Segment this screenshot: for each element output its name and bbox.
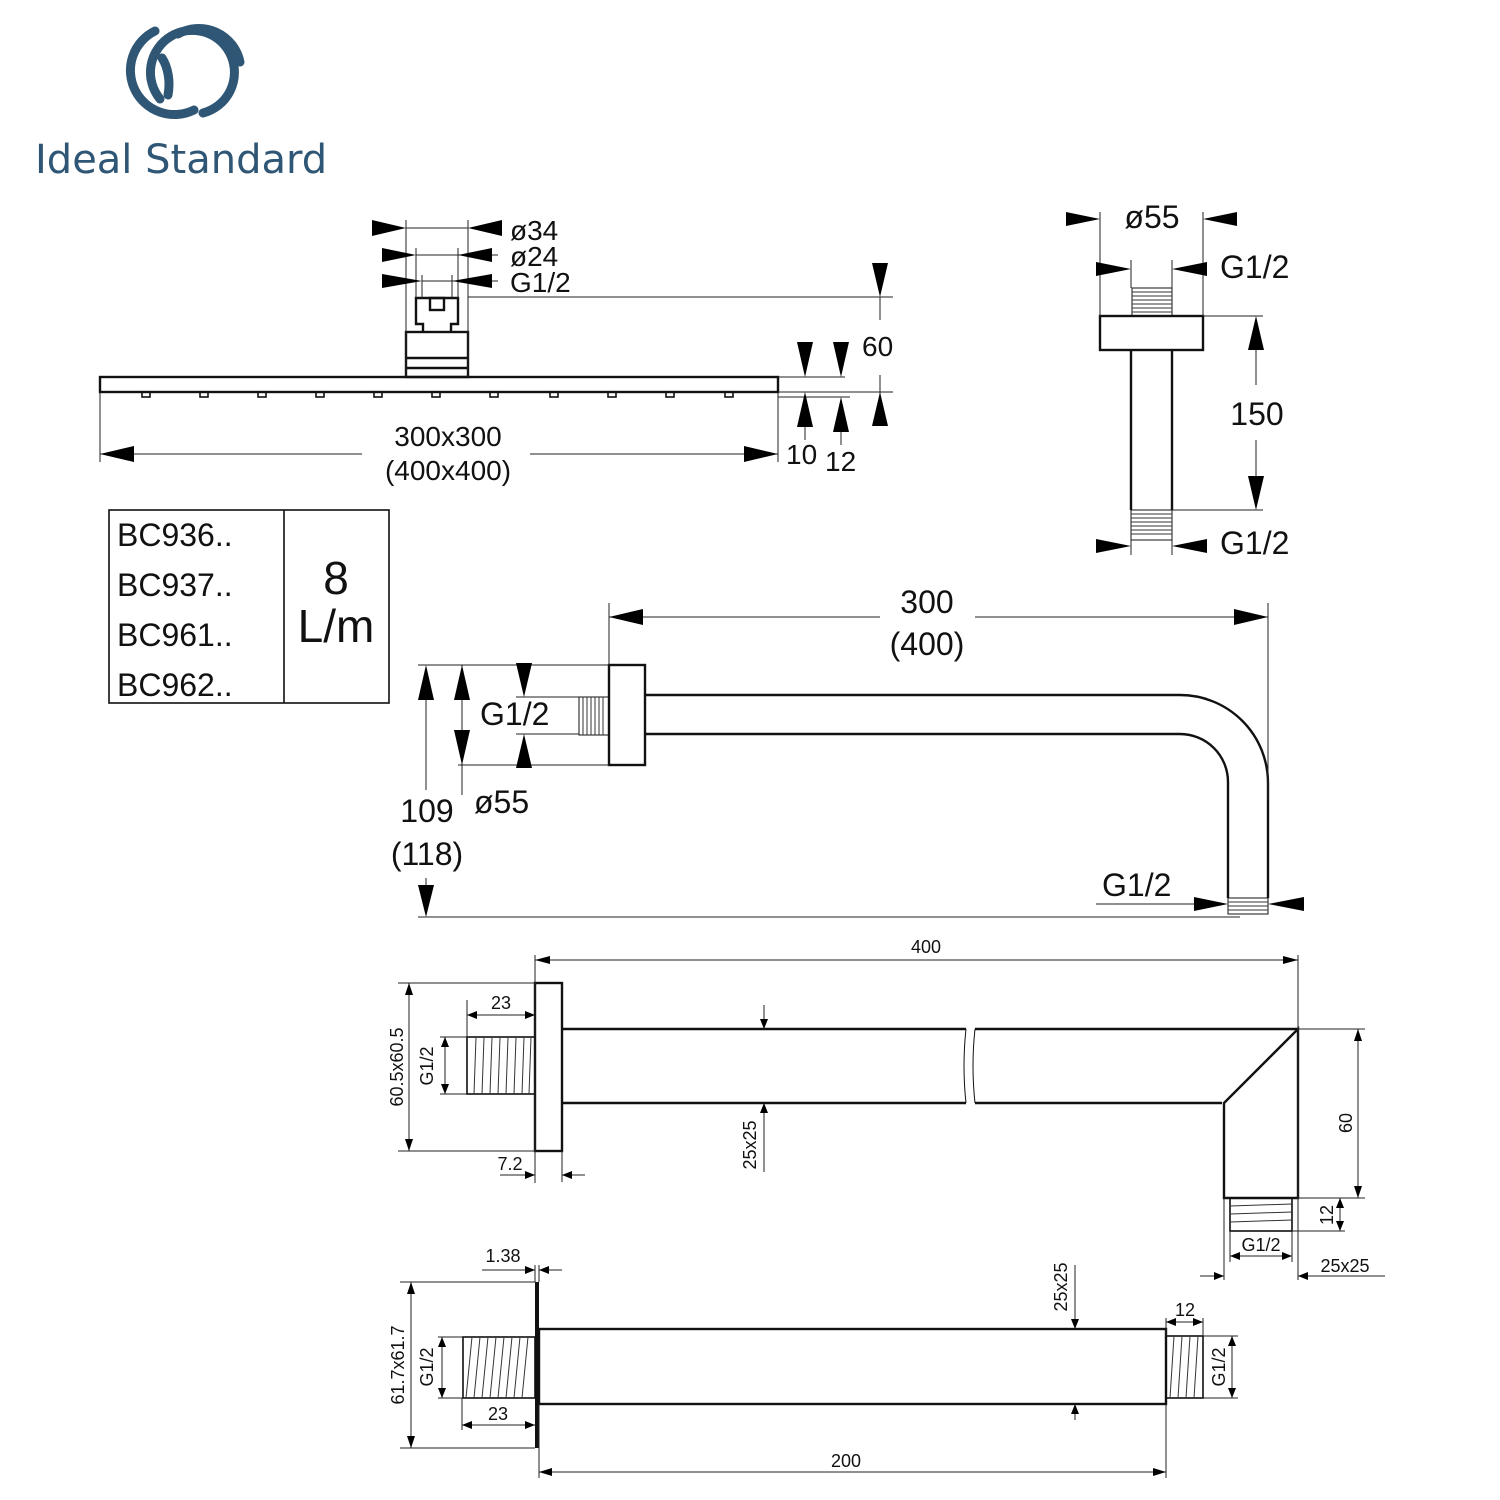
straight-inlet-thread [462,1336,536,1399]
dim-outlet-section: 25x25 [1320,1256,1369,1276]
inlet-thread [578,696,610,736]
shower-width-dim [99,392,779,462]
brand-name: Ideal Standard [35,137,327,183]
dim-bottom-thread: G1/2 [1220,525,1289,561]
shower-nozzles [141,391,734,398]
ceiling-arm-view: ø55 G1/2 150 G1/2 [1066,199,1289,561]
dim-drop-alt: (118) [391,836,463,872]
shower-diameter-dims [372,220,502,377]
flow-rate-unit: L/m [298,600,375,652]
dim-top-thread: G1/2 [1220,249,1289,285]
model-code: BC937.. [117,567,233,603]
dim-flange-depth: 7.2 [497,1154,522,1174]
straight-plate [535,1282,539,1448]
brand-logo: Ideal Standard [35,23,327,183]
wall-flange [607,663,647,767]
dim-drop: 60 [1336,1113,1356,1133]
square-flange [533,981,564,1153]
dim-flange-diameter: ø55 [474,784,529,820]
dim-plate-thickness: 10 [786,439,817,470]
dim-arm-length-alt: (400) [890,626,965,662]
straight-tube [537,1327,1168,1406]
flow-rate-value: 8 [323,552,349,604]
model-code: BC962.. [117,667,233,703]
dim-outer-diameter: ø34 [510,215,558,246]
dim-thread: G1/2 [417,1347,437,1386]
dim-inner-diameter: ø24 [510,241,558,272]
dim-thread: G1/2 [510,267,571,298]
dim-drop: 109 [400,793,453,829]
square-ceiling-arm-view: 1.38 61.7x61.7 G1/2 23 25x25 12 G1/2 [388,1246,1238,1478]
shower-connector [404,296,470,379]
ceiling-bottom-thread [1130,509,1173,541]
dim-outlet-thread: G1/2 [1241,1235,1280,1255]
dim-flange-size: 61.7x61.7 [388,1325,408,1404]
shower-head-view: ø34 ø24 G1/2 60 10 12 [98,215,893,486]
dim-thread-length: 23 [491,993,511,1013]
dim-arm-length: 300 [900,584,953,620]
dim-inlet-thread: G1/2 [480,696,549,732]
model-code: BC936.. [117,517,233,553]
dim-flange-diameter: ø55 [1124,199,1179,235]
square-inlet-thread [466,1036,536,1095]
dim-size-alt: (400x400) [385,455,511,486]
shower-plate [98,375,780,394]
dim-length: 150 [1230,396,1283,432]
dim-nozzle-depth: 12 [825,446,856,477]
dim-outlet-thread: G1/2 [1209,1347,1229,1386]
dim-tube-section: 25x25 [740,1120,760,1169]
dim-outlet-thread-length: 12 [1175,1300,1195,1320]
square-elbow [1222,1026,1300,1200]
break-line [963,1028,976,1104]
dim-size-primary: 300x300 [394,421,501,452]
spec-table: BC936.. BC937.. BC961.. BC962.. 8 L/m [108,509,390,704]
ceiling-flange [1098,314,1205,352]
arm-outer-edge [645,693,1270,898]
square-wall-arm-view: 400 60.5x60.5 G1/2 23 7.2 25x25 60 [387,937,1385,1280]
dim-height: 60 [862,331,893,362]
square-outlet-thread [1229,1197,1293,1232]
ceiling-top-thread [1131,287,1173,317]
dim-outlet-thread: G1/2 [1102,867,1171,903]
shower-height-dim [468,263,893,445]
model-code: BC961.. [117,617,233,653]
curved-wall-arm-view: 300 (400) G1/2 ø55 109 (118) G1/2 [391,584,1304,918]
dim-flange-size: 60.5x60.5 [387,1027,407,1106]
outlet-thread [1227,897,1269,915]
dim-tube-section: 25x25 [1051,1262,1071,1311]
dim-plate-depth: 1.38 [485,1246,520,1266]
arm-inner-edge [645,732,1230,898]
dim-arm-length: 400 [911,937,941,957]
dim-length: 200 [831,1451,861,1471]
dim-outlet-thread-length: 12 [1317,1205,1337,1225]
dim-thread-length: 23 [488,1404,508,1424]
dim-thread: G1/2 [417,1046,437,1085]
logo-rings-icon [125,23,245,120]
straight-outlet-thread [1165,1335,1204,1399]
